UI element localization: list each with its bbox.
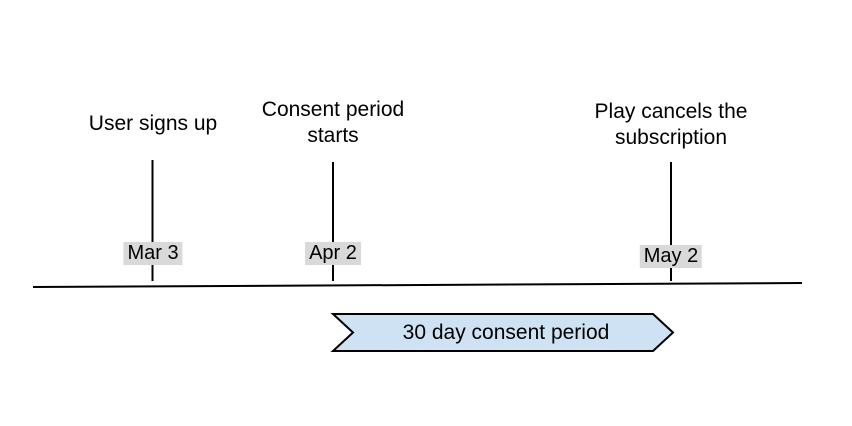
date-label-may2: May 2 bbox=[639, 245, 703, 268]
date-label-mar3: Mar 3 bbox=[123, 242, 183, 265]
event-title-consent-period-starts: Consent period starts bbox=[261, 98, 405, 147]
event-title-user-signs-up: User signs up bbox=[88, 112, 218, 135]
date-label-apr2: Apr 2 bbox=[305, 242, 361, 265]
consent-period-arrow-label: 30 day consent period bbox=[402, 321, 610, 344]
timeline-axis bbox=[32, 282, 803, 288]
consent-period-arrow-shape bbox=[330, 313, 675, 352]
event-title-play-cancels-subscription: Play cancels the subscription bbox=[594, 100, 748, 149]
